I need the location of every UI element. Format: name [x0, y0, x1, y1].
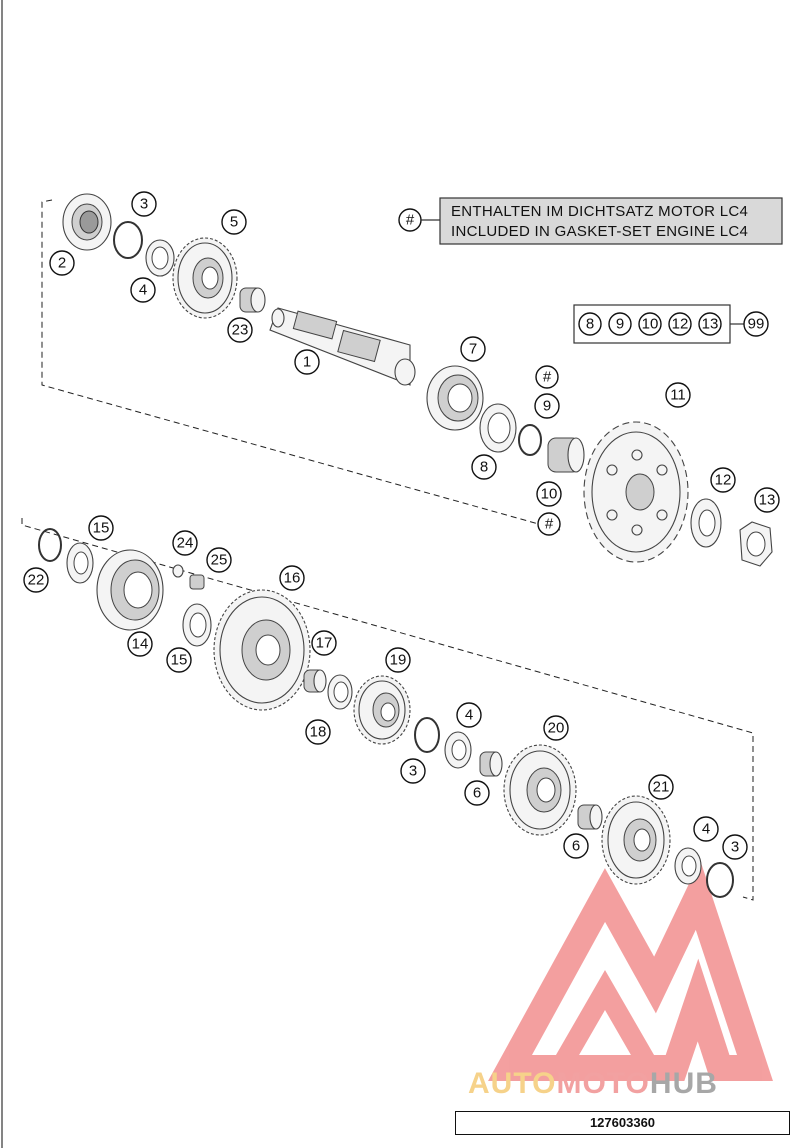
watermark-brand-text: AUTOMOTOHUB [468, 1064, 798, 1104]
set-member-12: 12 [672, 316, 689, 333]
callout-22: 22 [28, 572, 45, 589]
callout-21: 21 [653, 779, 670, 796]
part-14-bearing [96, 549, 164, 631]
callout-4-mid: 4 [465, 707, 473, 724]
callout-6-right: 6 [572, 838, 580, 855]
callout-16: 16 [284, 570, 301, 587]
part-17-bushing [303, 669, 327, 693]
callout-5: 5 [230, 214, 238, 231]
callout-8: 8 [480, 459, 488, 476]
set-member-10: 10 [642, 316, 659, 333]
lower-shaft-group [21, 518, 754, 901]
part-13-nut [739, 521, 773, 567]
callout-4-right: 4 [702, 821, 710, 838]
part-5-gear [172, 237, 238, 319]
callout-11: 11 [670, 387, 686, 404]
part-21-gear [601, 795, 671, 885]
upper-dashed-outline [41, 199, 561, 531]
callout-2: 2 [58, 255, 66, 272]
part-4-washer [145, 239, 175, 277]
callout-12: 12 [715, 472, 732, 489]
part-3-circlip-right [706, 862, 734, 898]
callout-14: 14 [132, 636, 149, 653]
part-24-small-washer [172, 564, 184, 578]
watermark-part-moto: MOTO [556, 1067, 650, 1100]
callout-3-right: 3 [731, 839, 739, 856]
part-7-bearing [426, 365, 484, 431]
callout-4-upper: 4 [139, 282, 147, 299]
callout-10: 10 [541, 486, 558, 503]
watermark-logo-icon [488, 860, 773, 1081]
callout-3-mid: 3 [409, 763, 417, 780]
part-9-o-ring [518, 424, 542, 456]
part-25-bolt [189, 574, 205, 590]
part-3-circlip-mid [414, 717, 440, 753]
callout-24: 24 [177, 535, 194, 552]
part-18-washer [327, 674, 353, 710]
callout-labels: 1 2 3 4 5 23 7 8 # 9 10 # 11 12 13 15 22 [23, 191, 780, 860]
callout-13: 13 [759, 492, 776, 509]
set-member-13: 13 [702, 316, 719, 333]
part-22-circlip [38, 528, 62, 562]
callout-18: 18 [310, 724, 327, 741]
callout-15-upper: 15 [93, 520, 110, 537]
part-1-shaft [269, 307, 416, 386]
callout-9: 9 [543, 398, 551, 415]
part-3-circlip [113, 221, 143, 259]
document-number: 127603360 [455, 1111, 790, 1135]
part-11-sprocket [583, 421, 689, 563]
callout-3-upper: 3 [140, 196, 148, 213]
callout-hash-lower: # [545, 516, 554, 533]
part-8-seal [479, 403, 517, 453]
set-member-8: 8 [586, 316, 594, 333]
gasket-set-note: # ENTHALTEN IM DICHTSATZ MOTOR LC4 INCLU… [398, 197, 783, 245]
callout-17: 17 [316, 635, 333, 652]
callout-1: 1 [303, 354, 311, 371]
note-symbol: # [406, 212, 415, 229]
part-19-gear [353, 675, 411, 745]
part-10-spacer [547, 437, 585, 473]
part-15-washer-lower [182, 603, 212, 647]
callout-hash-upper: # [543, 369, 552, 386]
watermark-part-auto: AUTO [468, 1067, 557, 1100]
part-4-washer-right [674, 847, 702, 885]
part-16-large-gear [213, 589, 311, 711]
part-20-gear [503, 744, 577, 836]
watermark-part-hub: HUB [649, 1067, 718, 1100]
callout-25: 25 [211, 552, 228, 569]
lower-dashed-outline [21, 518, 754, 901]
part-23-bushing [239, 287, 266, 313]
set-member-9: 9 [616, 316, 624, 333]
part-15-washer-upper [66, 542, 94, 584]
callout-19: 19 [390, 652, 407, 669]
callout-7: 7 [469, 341, 477, 358]
callout-15-lower: 15 [171, 652, 188, 669]
part-6-bushing-mid [479, 751, 503, 777]
callout-23: 23 [232, 322, 249, 339]
part-6-bushing-right [577, 804, 603, 830]
set-group: 8 9 10 12 13 99 [573, 304, 769, 344]
set-number-99: 99 [748, 316, 765, 333]
note-line-2: INCLUDED IN GASKET-SET ENGINE LC4 [451, 223, 748, 240]
note-line-1: ENTHALTEN IM DICHTSATZ MOTOR LC4 [451, 203, 748, 220]
callout-6-mid: 6 [473, 785, 481, 802]
part-12-lock-washer [690, 498, 722, 548]
part-4-washer-mid [444, 731, 472, 769]
part-2-gear [62, 193, 112, 251]
upper-shaft-group [41, 193, 773, 567]
callout-20: 20 [548, 720, 565, 737]
